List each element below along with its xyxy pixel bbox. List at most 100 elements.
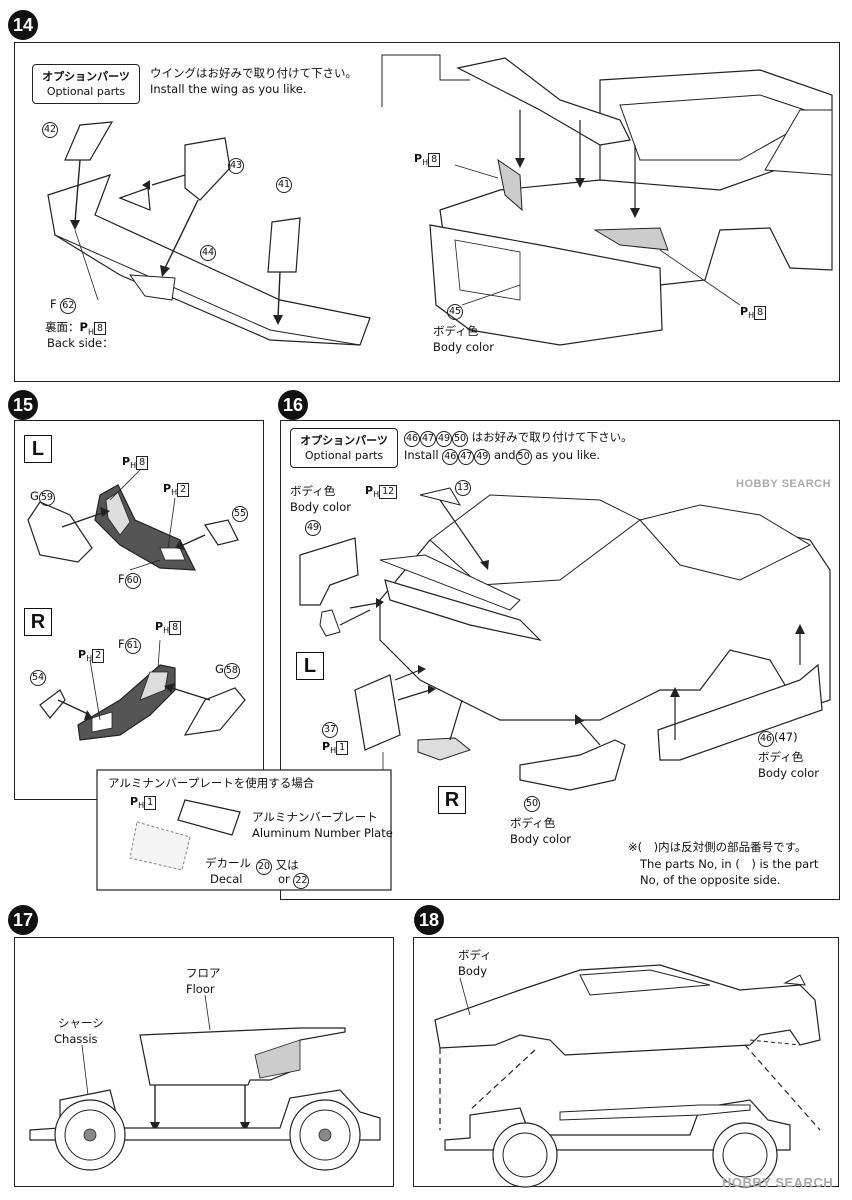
- optional-parts-badge: オプションパーツ Optional parts: [32, 64, 140, 104]
- ph-8: 8: [754, 306, 767, 320]
- part-f61: 61: [124, 637, 141, 654]
- install-word: Install: [404, 448, 439, 462]
- note-en-1: The parts No, in ( ) is the part: [640, 857, 819, 871]
- part-20: 20: [256, 858, 272, 875]
- part-22: 22: [293, 872, 310, 889]
- ph-h: H: [86, 654, 93, 664]
- floor-en: Floor: [186, 982, 215, 996]
- ph-1: 1: [336, 741, 349, 755]
- right-badge-16: R: [438, 786, 466, 814]
- step-number-18: 18: [414, 905, 444, 935]
- step-number-17: 17: [8, 905, 38, 935]
- body-color-en-50: Body color: [510, 832, 572, 846]
- part-37-label: 37: [322, 722, 338, 738]
- part-13-label: 13: [455, 480, 471, 496]
- step15-drawings: [27, 469, 246, 741]
- ph-h: H: [171, 488, 178, 498]
- part-45: 45: [447, 304, 463, 320]
- body-jp-18: ボディ: [458, 948, 492, 962]
- body-color-jp-50: ボディ色: [510, 816, 556, 830]
- part-49: 49: [474, 448, 491, 465]
- ph-12: 12: [379, 485, 398, 499]
- part-47: 47: [458, 448, 475, 465]
- decal-numbers: 20 又は: [256, 858, 299, 875]
- ph-8: 8: [93, 322, 106, 336]
- body-color-jp-46: ボディ色: [758, 750, 804, 764]
- chassis-jp: シャーシ: [58, 1016, 104, 1030]
- g-letter: G: [215, 662, 224, 676]
- body-en-18: Body: [458, 964, 488, 978]
- f-letter: F: [118, 637, 125, 651]
- ph-8: 8: [136, 456, 149, 470]
- part-54: 54: [30, 670, 46, 686]
- part-46: 46: [442, 448, 459, 465]
- floor-jp: フロア: [186, 966, 221, 980]
- ph-h: H: [422, 158, 429, 168]
- alum-plate-jp: アルミナンバープレート: [252, 810, 378, 824]
- part-46: 46: [758, 730, 774, 747]
- step-number-16: 16: [278, 390, 308, 420]
- alum-case-heading: アルミナンバープレートを使用する場合: [108, 776, 315, 790]
- step16-drawings: [96, 487, 831, 891]
- part-47: 47: [420, 430, 436, 447]
- part-f62: 62: [60, 297, 77, 314]
- ph-p: P: [79, 320, 88, 334]
- ph-h: H: [130, 461, 137, 471]
- ph-h: H: [163, 626, 170, 636]
- or-en: or: [278, 872, 290, 886]
- ph-p: P: [414, 152, 423, 165]
- body-color-jp-49: ボディ色: [290, 484, 336, 498]
- optional-parts-en: Optional parts: [304, 449, 384, 462]
- ph-h: H: [138, 801, 145, 811]
- ph-h: H: [87, 327, 94, 337]
- ph-h: H: [373, 490, 380, 500]
- ph-8: 8: [169, 621, 182, 635]
- note-en-2: No, of the opposite side.: [640, 873, 781, 887]
- watermark: HOBBY SEARCH: [736, 478, 832, 490]
- as-you-like-text: as you like.: [535, 448, 601, 462]
- ph-1: 1: [144, 796, 157, 810]
- back-jp: 裏面：: [45, 320, 80, 334]
- decal-or: or 22: [278, 872, 310, 889]
- alum-plate-en: Aluminum Number Plate: [252, 826, 393, 840]
- ph-2: 2: [177, 483, 190, 497]
- watermark-bottom: HOBBY SEARCH: [722, 1175, 834, 1190]
- part-41: 41: [276, 177, 292, 193]
- back-side-en: Back side：: [47, 336, 114, 350]
- ph-p: P: [740, 305, 749, 318]
- right-side-badge: R: [24, 608, 52, 636]
- part-g59: 59: [38, 489, 55, 506]
- step-15-panel: [14, 420, 264, 800]
- part-47-paren: (47): [774, 730, 798, 744]
- part-44: 44: [200, 245, 216, 261]
- f-letter: F: [118, 572, 125, 586]
- ph-p: P: [155, 620, 164, 633]
- part-50: 50: [452, 430, 468, 447]
- left-side-badge: L: [24, 435, 52, 463]
- body-color-en-46: Body color: [758, 766, 820, 780]
- decal-jp: デカール: [205, 856, 251, 870]
- part-50: 50: [515, 448, 532, 465]
- ph-p: P: [78, 648, 87, 661]
- and-word: and: [493, 448, 516, 462]
- chassis-en: Chassis: [54, 1032, 98, 1046]
- ph-p: P: [365, 484, 374, 497]
- part-f60: 60: [124, 572, 141, 589]
- part-g58: 58: [223, 662, 240, 679]
- optional-parts-jp: オプションパーツ: [42, 70, 130, 83]
- wing-instruction-jp: ウイングはお好みで取り付けて下さい。: [150, 66, 357, 80]
